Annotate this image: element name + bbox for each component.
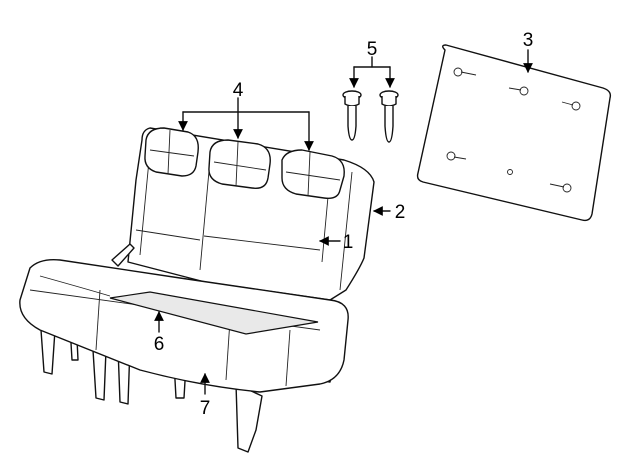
headrest-right — [281, 149, 345, 200]
callout-labels: 1 2 3 4 5 6 7 — [154, 30, 534, 419]
headrest-center — [208, 139, 271, 189]
callout-5: 5 — [367, 39, 378, 60]
callout-3: 3 — [523, 30, 534, 51]
headrest-guide-right — [379, 90, 399, 143]
headrest-left — [144, 127, 199, 177]
callout-1: 1 — [343, 232, 354, 253]
headrest-guide-left — [342, 90, 362, 141]
callout-2: 2 — [395, 202, 406, 223]
callout-6: 6 — [154, 334, 165, 355]
callout-7: 7 — [200, 398, 211, 419]
rear-panel-plate — [416, 44, 612, 222]
center-trim-strip — [109, 291, 319, 335]
callout-leaders — [154, 49, 533, 395]
callout-4: 4 — [233, 80, 244, 101]
rear-seat-assembly — [19, 127, 375, 453]
